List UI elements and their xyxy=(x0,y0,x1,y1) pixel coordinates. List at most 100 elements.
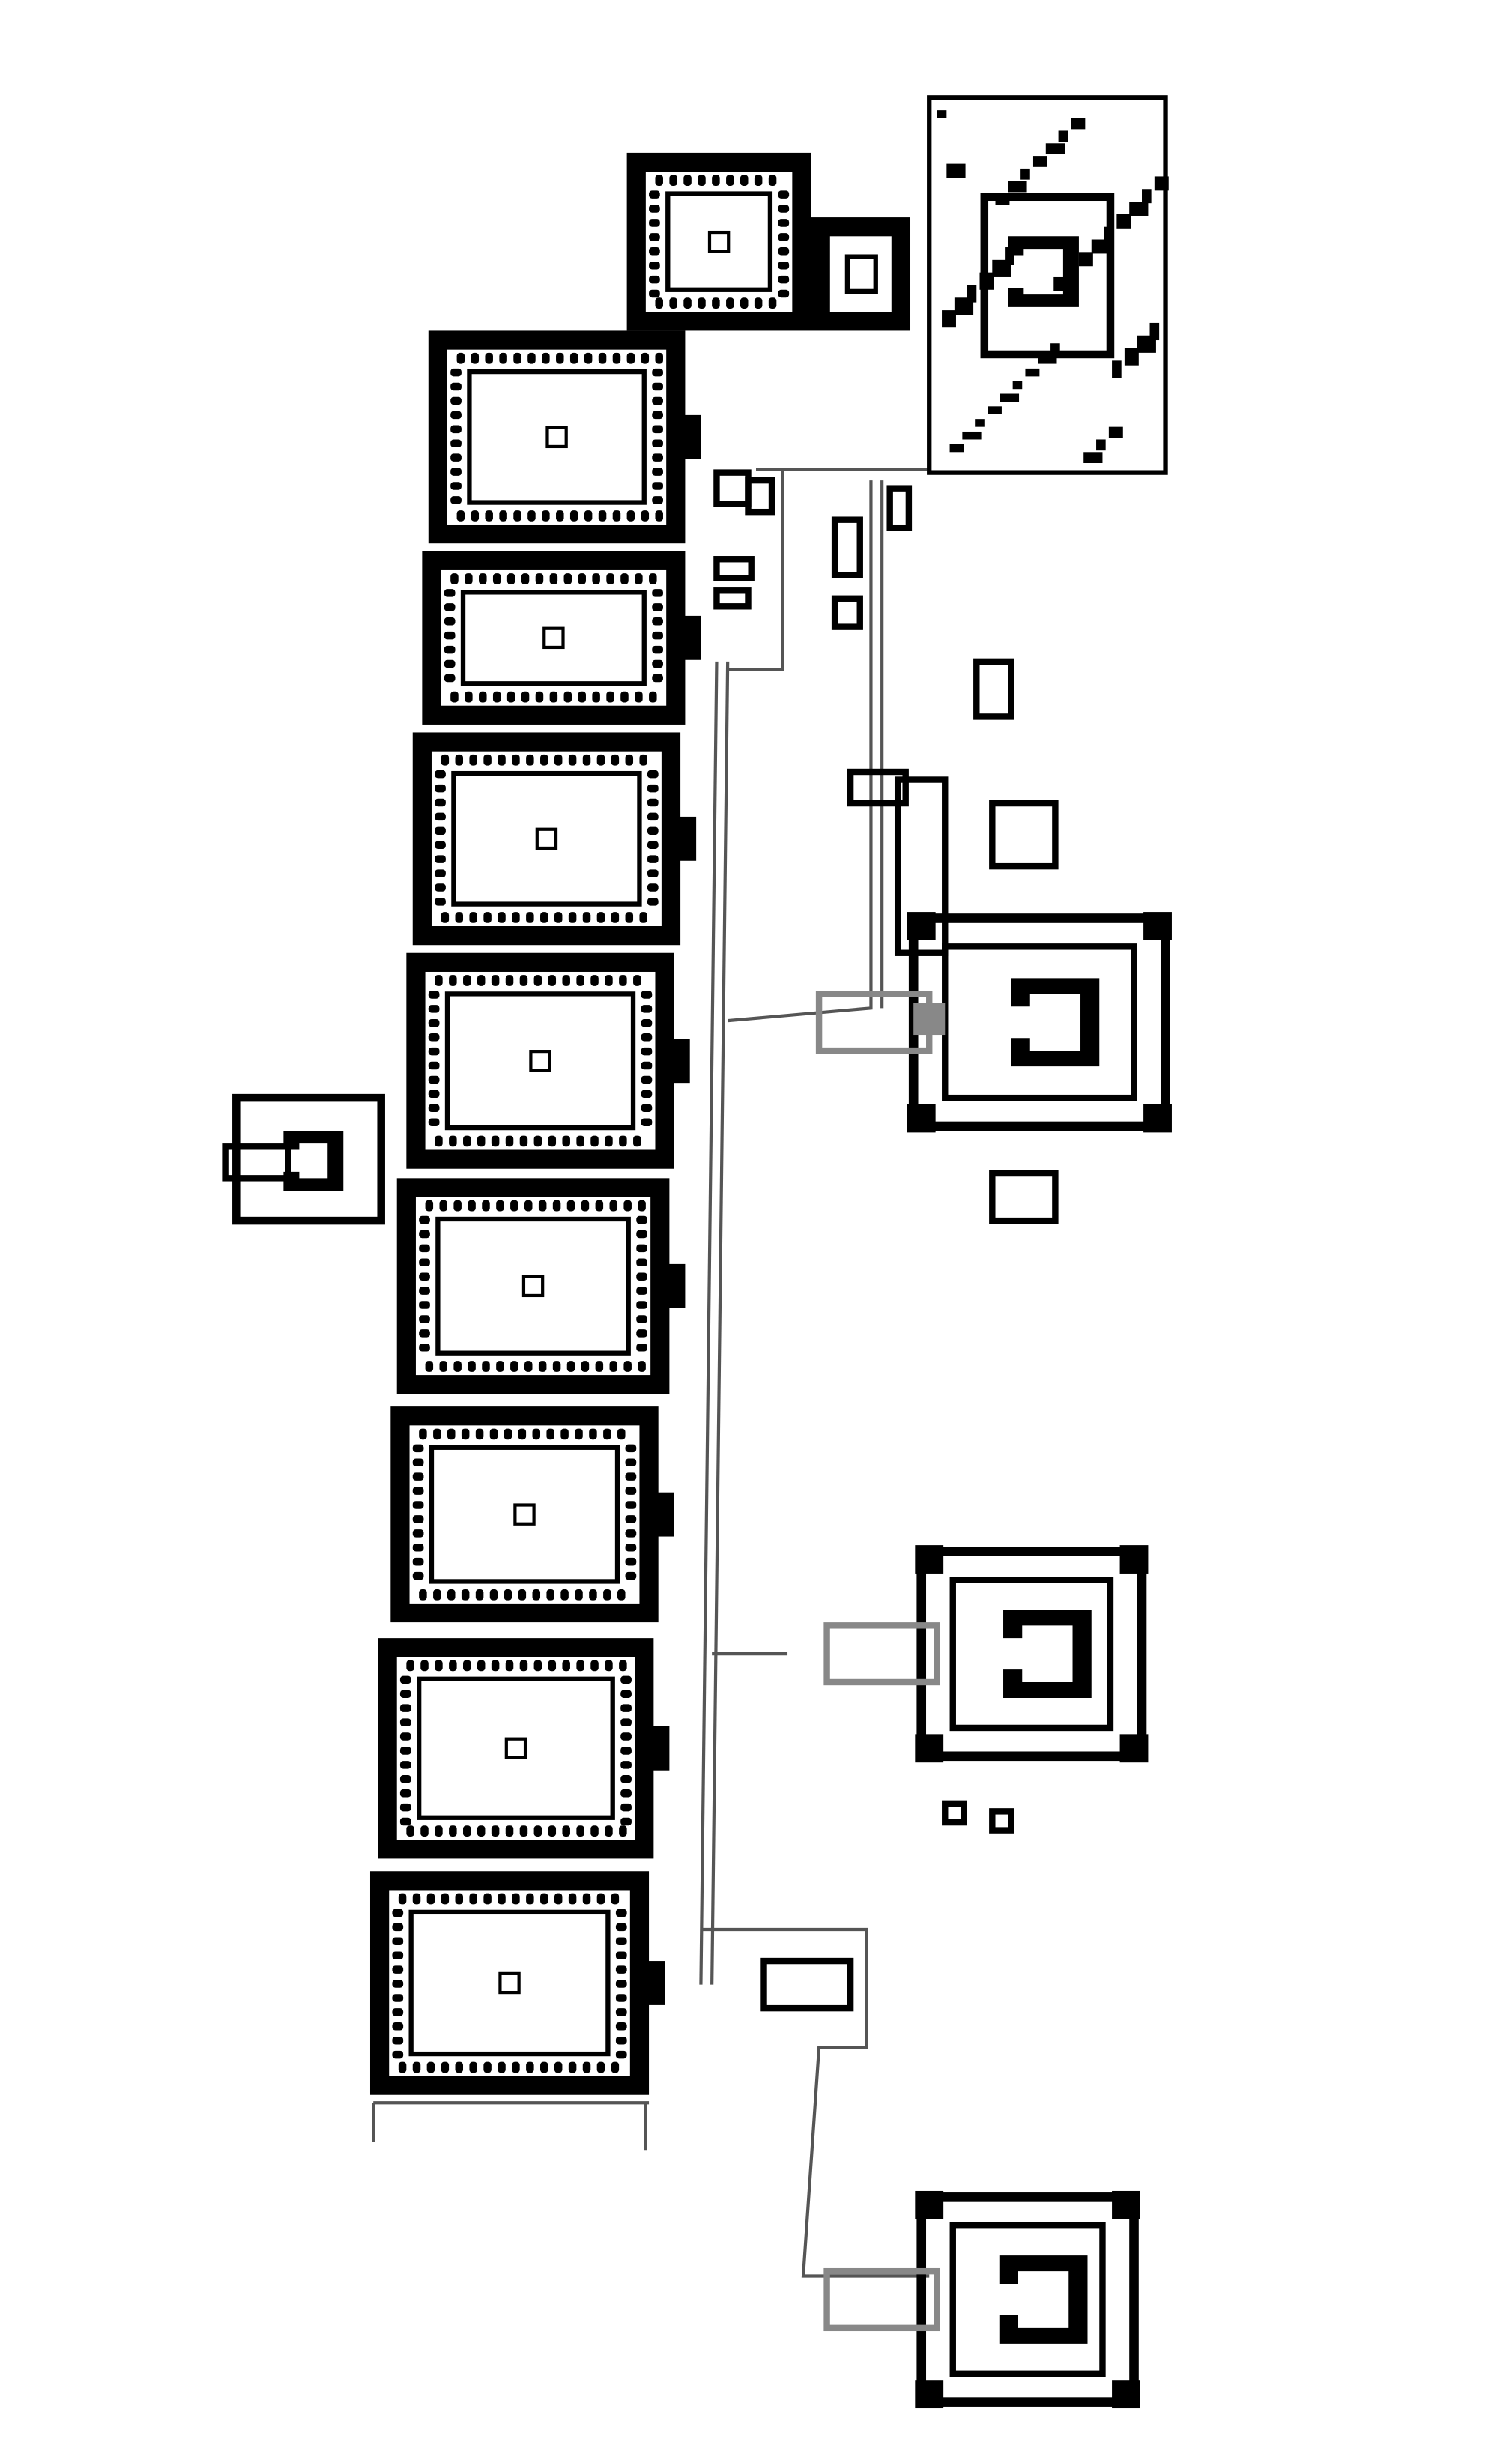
minor-structure xyxy=(989,800,1059,870)
monastery-cell xyxy=(419,1272,430,1281)
monastery-cell xyxy=(444,631,456,640)
monastery-cell xyxy=(499,352,507,364)
monastery-cell xyxy=(412,1544,424,1552)
monastery-well xyxy=(498,1971,521,1995)
monastery-cell xyxy=(635,691,643,703)
monastery-cell xyxy=(399,1789,411,1798)
votive-stupa xyxy=(1058,130,1068,142)
small-monastery-inner xyxy=(844,254,878,294)
monastery-cell-ring xyxy=(396,1657,635,1840)
temple-group xyxy=(222,95,1172,2409)
monastery-cell xyxy=(463,1825,471,1837)
monastery-cell xyxy=(552,1200,561,1212)
monastery-cell xyxy=(652,589,663,597)
monastery-cell xyxy=(399,1803,411,1812)
monastery-cell xyxy=(392,2036,404,2045)
monastery-cell xyxy=(540,912,548,923)
monastery-cell xyxy=(649,247,660,256)
monastery-cell-ring xyxy=(415,1197,651,1376)
monastery-cell xyxy=(576,1825,584,1837)
monastery-cell xyxy=(620,1817,632,1826)
monastery-cell xyxy=(554,1893,563,1905)
votive-stupa xyxy=(1000,393,1020,402)
monastery-cell xyxy=(412,1529,424,1538)
monastery-cell xyxy=(625,912,634,923)
monastery-courtyard xyxy=(408,1909,611,2057)
monastery-cell xyxy=(471,510,480,522)
monastery-cell xyxy=(485,510,493,522)
monastery-cell xyxy=(636,1344,647,1352)
monastery-cell xyxy=(435,1135,443,1147)
monastery-cell xyxy=(450,496,462,504)
monastery-entrance xyxy=(675,615,701,660)
monastery-9 xyxy=(626,152,827,331)
monastery-cell xyxy=(619,975,627,986)
monastery-cell xyxy=(562,1660,570,1672)
monastery-cell xyxy=(435,826,446,835)
votive-stupa xyxy=(1071,118,1086,130)
monastery-cell xyxy=(641,352,650,364)
shaded-platform xyxy=(913,1003,946,1036)
monastery-cell xyxy=(435,883,446,892)
monastery-cell xyxy=(524,1361,533,1372)
monastery-cell xyxy=(450,453,462,462)
monastery-cell xyxy=(512,754,520,766)
monastery-cell xyxy=(647,855,659,863)
monastery-cell xyxy=(527,510,536,522)
monastery-cell xyxy=(450,396,462,405)
monastery-cell xyxy=(636,1315,647,1323)
monastery-cell xyxy=(392,2022,404,2031)
monastery-cell xyxy=(582,754,591,766)
monastery-cell xyxy=(636,1230,647,1239)
monastery-cell xyxy=(652,659,663,668)
monastery-cell xyxy=(778,261,790,270)
votive-stupa xyxy=(1124,348,1139,366)
monastery-cell xyxy=(412,1444,424,1453)
monastery-cell xyxy=(647,770,659,779)
monastery-cell xyxy=(428,1019,440,1027)
monastery-cell xyxy=(726,175,734,187)
votive-stupa xyxy=(1050,343,1060,351)
monastery-cell-ring xyxy=(425,971,656,1150)
monastery-cell xyxy=(576,975,584,986)
monastery-cell xyxy=(444,645,456,654)
monastery-cell xyxy=(506,573,515,584)
votive-stupa xyxy=(1008,181,1027,193)
monastery-cell xyxy=(635,573,643,584)
monastery-cell xyxy=(652,603,663,611)
monastery-cell xyxy=(652,368,663,377)
monastery-well xyxy=(542,626,565,650)
monastery-cell xyxy=(496,1200,504,1212)
monastery-cell xyxy=(582,2061,591,2073)
minor-structure xyxy=(847,768,909,807)
monastery-cell xyxy=(615,2036,627,2045)
monastery-cell xyxy=(444,589,456,597)
monastery-cell xyxy=(435,855,446,863)
monastery-cell xyxy=(428,1005,440,1013)
monastery-cell xyxy=(441,912,450,923)
monastery-cell xyxy=(477,1660,486,1672)
monastery-cell xyxy=(419,1344,430,1352)
monastery-cell xyxy=(483,1893,492,1905)
monastery-cell xyxy=(441,1893,450,1905)
monastery-cell xyxy=(518,1589,527,1601)
monastery-cell xyxy=(399,1675,411,1684)
monastery-cell xyxy=(620,1775,632,1783)
monastery-cell xyxy=(647,883,659,892)
monastery-cell xyxy=(461,1589,470,1601)
monastery-cell xyxy=(636,1272,647,1281)
monastery-cell xyxy=(447,1589,456,1601)
minor-structure xyxy=(831,516,863,578)
monastery-cell xyxy=(552,1361,561,1372)
monastery-cell xyxy=(605,1825,613,1837)
monastery-cell xyxy=(620,1704,632,1712)
monastery-cell xyxy=(595,1361,604,1372)
votive-stupa xyxy=(1091,239,1110,254)
monastery-cell xyxy=(412,1458,424,1467)
monastery-cell xyxy=(398,1893,407,1905)
monastery-cell xyxy=(578,573,586,584)
path-line xyxy=(701,1927,930,2278)
monastery-cell xyxy=(578,691,586,703)
monastery-cell xyxy=(596,2061,605,2073)
monastery-cell xyxy=(754,297,763,309)
